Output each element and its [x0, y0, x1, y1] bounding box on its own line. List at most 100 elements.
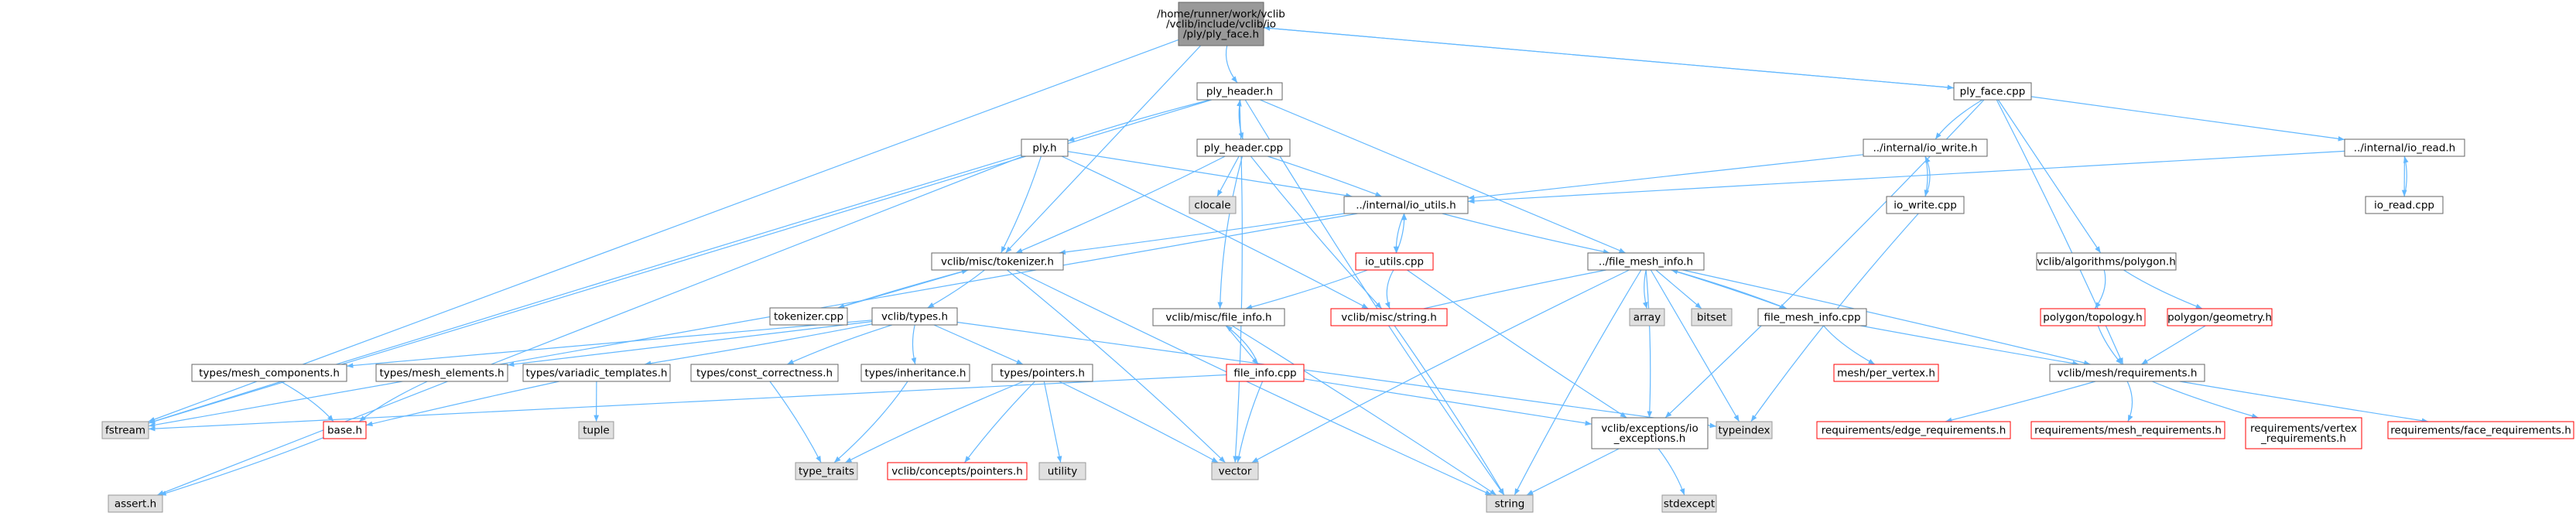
- node-box: [522, 364, 671, 382]
- node-file-mesh-info-cpp[interactable]: file_mesh_info.cpp: [1757, 308, 1867, 326]
- node-mesh-elements-h[interactable]: types/mesh_elements.h: [375, 364, 508, 382]
- node-ply-header-h[interactable]: ply_header.h: [1196, 82, 1283, 101]
- edge-ply_h-to-list: [1061, 155, 1369, 309]
- node-mesh-components-h[interactable]: types/mesh_components.h: [191, 364, 347, 382]
- edge-types_h-to-typeindex: [956, 321, 1717, 429]
- edge-io_write_cpp-to-internal_io_write_h: [1924, 155, 1931, 197]
- edge-tokenizer_h-to-vector: [1007, 269, 1226, 463]
- node-box: [1716, 421, 1773, 439]
- node-polygon-h[interactable]: vclib/algorithms/polygon.h: [2036, 252, 2177, 271]
- node-label: /vclib/include/vclib/io: [1166, 19, 1276, 31]
- node-io-read-cpp[interactable]: io_read.cpp: [2365, 196, 2444, 214]
- node-box: [323, 421, 367, 439]
- node-ply-header-cpp[interactable]: ply_header.cpp: [1196, 138, 1291, 157]
- edge-inheritance_h-to-type_traits: [833, 381, 908, 463]
- node-box: [1757, 308, 1867, 326]
- node-edge-req-h[interactable]: requirements/edge_requirements.h: [1816, 421, 2011, 439]
- node-types-h[interactable]: vclib/types.h: [871, 307, 958, 326]
- node-concepts-pointers-h[interactable]: vclib/concepts/pointers.h: [887, 462, 1028, 480]
- dependency-nodes: /home/runner/work/vclib/vclib/include/vc…: [101, 2, 2574, 513]
- node-label: ../internal/io_utils.h: [1356, 200, 1456, 212]
- node-box: [2167, 308, 2273, 326]
- edge-ply_h-to-internal_io_utils_h: [1067, 151, 1353, 199]
- node-bitset: bitset: [1691, 308, 1733, 326]
- edge-file_mesh_info_h-to-list: [1402, 269, 1606, 315]
- edge-ply_face_cpp-to-root: [1263, 26, 1955, 89]
- node-label: stdexcept: [1664, 498, 1715, 511]
- node-ply-h[interactable]: ply.h: [1021, 138, 1069, 157]
- node-string-h[interactable]: vclib/misc/string.h: [1330, 308, 1448, 326]
- node-file-info-h[interactable]: vclib/misc/file_info.h: [1152, 308, 1285, 326]
- node-label: ply_header.h: [1206, 86, 1273, 98]
- node-box: [1591, 417, 1709, 449]
- node-internal-io-utils-h[interactable]: ../internal/io_utils.h: [1343, 196, 1469, 214]
- edge-types_h-to-pointers_h: [933, 324, 1024, 365]
- node-box: [578, 421, 614, 439]
- node-box: [871, 307, 958, 326]
- edge-mesh_components_h-to-base_h: [280, 381, 334, 422]
- node-polygon-topology-h[interactable]: polygon/topology.h: [2040, 308, 2146, 326]
- node-box: [2030, 421, 2225, 439]
- node-stdexcept: stdexcept: [1661, 494, 1717, 513]
- node-label: /ply/ply_face.h: [1183, 29, 1259, 41]
- node-box: [860, 364, 970, 382]
- node-label: vclib/types.h: [881, 311, 948, 323]
- node-label: ../internal/io_write.h: [1873, 142, 1977, 155]
- node-box: [2344, 138, 2465, 157]
- node-label: io_write.cpp: [1894, 200, 1957, 212]
- node-label: vclib/misc/string.h: [1341, 312, 1437, 324]
- node-internal-io-read-h[interactable]: ../internal/io_read.h: [2344, 138, 2465, 157]
- node-label: assert.h: [115, 498, 156, 511]
- node-typeindex: typeindex: [1716, 421, 1773, 439]
- edge-internal_io_utils_h-to-fstream: [148, 213, 1358, 428]
- node-label: vclib/misc/file_info.h: [1165, 312, 1271, 324]
- node-per-vertex-h[interactable]: mesh/per_vertex.h: [1833, 364, 1939, 382]
- edge-io_utils_cpp-to-file_info_h: [1245, 269, 1368, 310]
- node-file-mesh-info-h[interactable]: ../file_mesh_info.h: [1587, 252, 1705, 271]
- node-label: utility: [1048, 466, 1077, 478]
- node-label: vclib/mesh/requirements.h: [2058, 367, 2198, 380]
- edge-file_info_cpp-to-vector: [1236, 381, 1264, 463]
- node-label: ply_face.cpp: [1960, 86, 2026, 98]
- node-base-h[interactable]: base.h: [323, 421, 367, 439]
- node-label: vclib/misc/tokenizer.h: [941, 256, 1054, 268]
- node-box: [2049, 364, 2205, 382]
- node-internal-io-write-h[interactable]: ../internal/io_write.h: [1863, 138, 1988, 157]
- node-ply-face-cpp[interactable]: ply_face.cpp: [1953, 82, 2032, 101]
- node-box: [2387, 421, 2574, 439]
- node-polygon-geometry-h[interactable]: polygon/geometry.h: [2167, 308, 2273, 326]
- node-label: requirements/edge_requirements.h: [1822, 425, 2006, 437]
- node-label: types/pointers.h: [1000, 367, 1085, 380]
- node-mesh-req-h[interactable]: requirements/mesh_requirements.h: [2030, 421, 2225, 439]
- edge-ply_face_cpp-to-polygon_h: [1997, 99, 2102, 254]
- node-io-write-cpp[interactable]: io_write.cpp: [1886, 196, 1965, 214]
- node-box: [2036, 252, 2177, 271]
- node-tokenizer-h[interactable]: vclib/misc/tokenizer.h: [931, 252, 1064, 271]
- node-label: ply.h: [1032, 142, 1056, 155]
- edge-io_read_cpp-to-internal_io_read_h: [2403, 155, 2409, 197]
- node-box: [690, 364, 839, 382]
- node-variadic-templates-h[interactable]: types/variadic_templates.h: [522, 364, 671, 382]
- node-label: mesh/per_vertex.h: [1837, 367, 1935, 380]
- node-tokenizer-cpp[interactable]: tokenizer.cpp: [769, 307, 848, 326]
- node-vertex-req-h[interactable]: requirements/vertex_requirements.h: [2245, 417, 2362, 449]
- edge-file_info_cpp-to-file_info_h: [1225, 325, 1259, 365]
- node-inheritance-h[interactable]: types/inheritance.h: [860, 364, 970, 382]
- node-face-req-h[interactable]: requirements/face_requirements.h: [2387, 421, 2574, 439]
- node-box: [191, 364, 347, 382]
- node-file-info-cpp[interactable]: file_info.cpp: [1226, 364, 1305, 382]
- edge-file_mesh_info_cpp-to-file_mesh_info_h: [1671, 269, 1787, 309]
- node-box: [1953, 82, 2032, 101]
- node-requirements-h[interactable]: vclib/mesh/requirements.h: [2049, 364, 2205, 382]
- node-io-utils-cpp[interactable]: io_utils.cpp: [1355, 252, 1434, 271]
- node-label: requirements/vertex: [2250, 422, 2357, 435]
- edge-ply_header_h-to-file_mesh_info_h: [1260, 99, 1627, 254]
- node-label: vclib/algorithms/polygon.h: [2037, 256, 2176, 268]
- edge-file_mesh_info_h-to-io_exceptions_h: [1645, 269, 1653, 419]
- node-array: array: [1629, 308, 1665, 326]
- node-const-correctness-h[interactable]: types/const_correctness.h: [690, 364, 839, 382]
- node-io-exceptions-h[interactable]: vclib/exceptions/io_exceptions.h: [1591, 417, 1709, 449]
- node-label: ../internal/io_read.h: [2354, 142, 2456, 155]
- node-pointers-h[interactable]: types/pointers.h: [991, 364, 1093, 382]
